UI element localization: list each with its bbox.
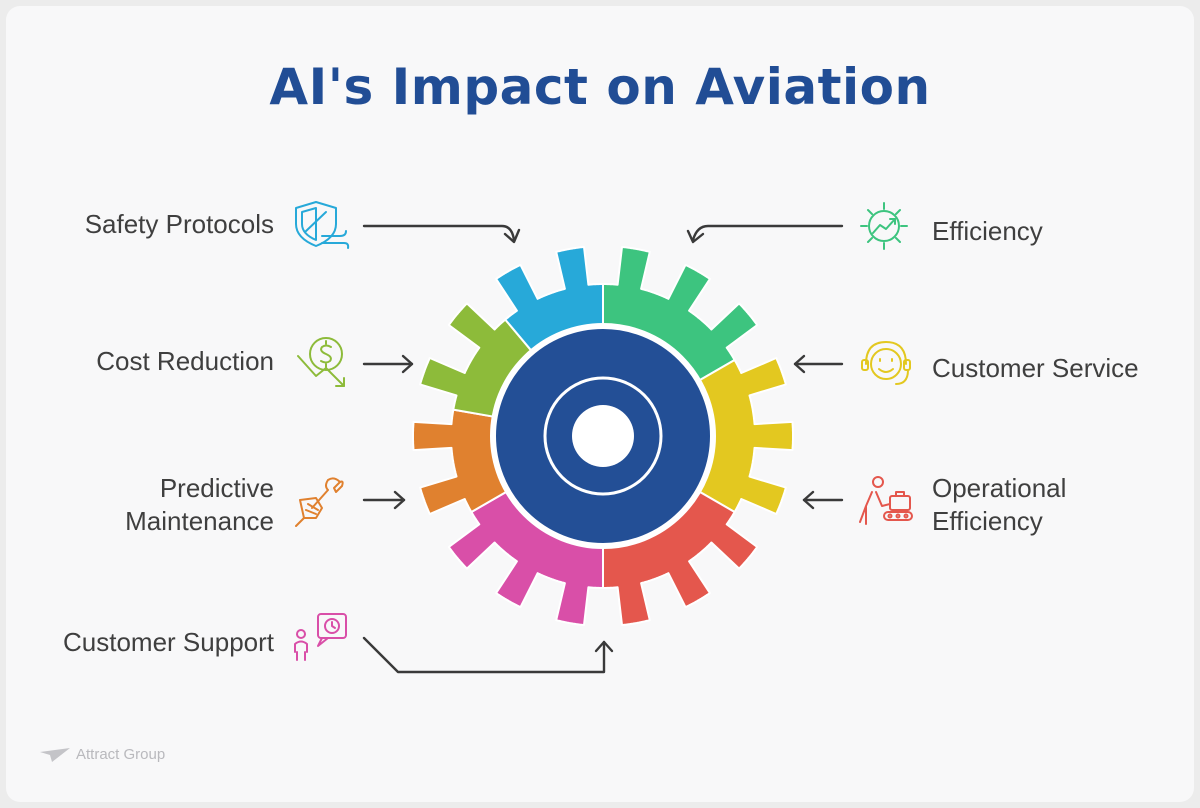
label-predictive-line2: Maintenance <box>125 506 274 536</box>
headset-smile-icon <box>861 341 911 385</box>
gear-axle-hole <box>572 405 634 467</box>
label-efficiency: Efficiency <box>932 216 1043 246</box>
label-safety-protocols: Safety Protocols <box>84 209 274 239</box>
arrow-safety <box>362 224 521 244</box>
arrow-cost <box>362 354 414 374</box>
arrow-support <box>362 636 614 674</box>
worker-luggage-icon <box>859 476 913 525</box>
label-cost-reduction: Cost Reduction <box>96 346 274 376</box>
label-predictive-line1: Predictive <box>159 473 274 503</box>
arrow-efficiency <box>686 224 844 244</box>
gear-hub-ring <box>543 376 663 496</box>
page-title: AI's Impact on Aviation <box>269 58 931 116</box>
label-operational-line2: Efficiency <box>932 506 1043 536</box>
person-chat-clock-icon <box>294 613 347 661</box>
label-predictive-maintenance: Predictive Maintenance <box>125 472 274 538</box>
label-customer-support: Customer Support <box>63 627 274 657</box>
brand-name: Attract Group <box>76 746 166 763</box>
shield-wind-icon <box>295 201 350 249</box>
arrow-service <box>793 354 844 374</box>
arrow-operational <box>802 490 844 510</box>
brand-logo: Attract Group <box>40 746 165 763</box>
paper-plane-icon <box>40 747 70 762</box>
gear-chart-icon <box>860 202 908 250</box>
dollar-down-icon <box>297 337 345 387</box>
wrench-hand-icon <box>295 477 344 527</box>
label-operational-efficiency: Operational Efficiency <box>932 472 1066 538</box>
arrow-predictive <box>362 490 406 510</box>
label-customer-service: Customer Service <box>932 353 1139 383</box>
label-operational-line1: Operational <box>932 473 1067 503</box>
